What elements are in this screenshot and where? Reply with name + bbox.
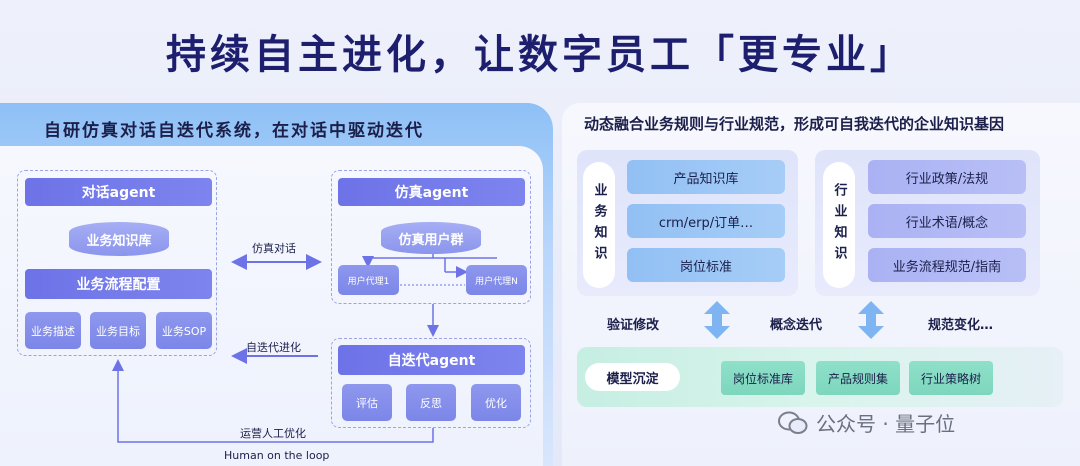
page-title: 持续自主进化，让数字员工「更专业」 — [166, 32, 914, 78]
dialog-agent: 对话agent — [25, 178, 212, 206]
industry-knowledge-item: 行业政策/法规 — [868, 160, 1026, 194]
sim-agent: 仿真agent — [338, 178, 525, 206]
sim-user-group: 仿真用户群 — [381, 222, 481, 254]
model-item: 行业策略树 — [909, 361, 993, 395]
iter-item: 评估 — [342, 384, 392, 421]
model-item: 岗位标准库 — [721, 361, 805, 395]
industry-knowledge-item: 行业术语/概念 — [868, 204, 1026, 238]
double-arrow-icon — [704, 301, 730, 339]
watermark-text: 公众号 · 量子位 — [816, 412, 956, 436]
user-proxy-n: 用户代理N — [466, 265, 527, 295]
label-verify-modify: 验证修改 — [607, 318, 660, 333]
label-ops-optimization: 运营人工优化 — [240, 427, 306, 440]
dialog-agent-group — [17, 170, 217, 356]
model-item: 产品规则集 — [816, 361, 900, 395]
right-panel-header: 动态融合业务规则与行业规范，形成可自我迭代的企业知识基因 — [584, 115, 1005, 133]
industry-knowledge-item: 业务流程规范/指南 — [868, 248, 1026, 282]
wechat-icon — [778, 411, 808, 434]
watermark: 公众号 · 量子位 — [778, 408, 955, 437]
iter-item: 优化 — [471, 384, 521, 421]
user-proxy-1: 用户代理1 — [338, 265, 399, 295]
label-concept-iteration: 概念迭代 — [770, 318, 823, 333]
business-knowledge-db: 业务知识库 — [69, 222, 169, 256]
self-iter-agent-group — [331, 338, 531, 428]
label-human-on-the-loop: Human on the loop — [224, 449, 330, 462]
label-self-evolve: 自迭代进化 — [246, 341, 301, 354]
sim-agent-group — [331, 170, 531, 304]
business-knowledge-item: crm/erp/订单… — [627, 204, 785, 238]
label-sim-dialog: 仿真对话 — [252, 242, 296, 255]
double-arrow-icon — [858, 301, 884, 339]
left-panel-header: 自研仿真对话自迭代系统，在对话中驱动迭代 — [44, 121, 424, 141]
flow-item: 业务目标 — [90, 312, 146, 349]
label-norm-change: 规范变化… — [928, 318, 994, 333]
business-knowledge-item: 岗位标准 — [627, 248, 785, 282]
business-knowledge-item: 产品知识库 — [627, 160, 785, 194]
business-flow-config: 业务流程配置 — [25, 269, 212, 299]
business-knowledge-label: 业务知识 — [583, 162, 615, 288]
iter-item: 反思 — [406, 384, 456, 421]
flow-item: 业务SOP — [156, 312, 212, 349]
industry-knowledge-label: 行业知识 — [823, 162, 855, 288]
model-settle-label: 模型沉淀 — [585, 363, 680, 391]
self-iter-agent: 自迭代agent — [338, 345, 525, 375]
flow-item: 业务描述 — [25, 312, 81, 349]
